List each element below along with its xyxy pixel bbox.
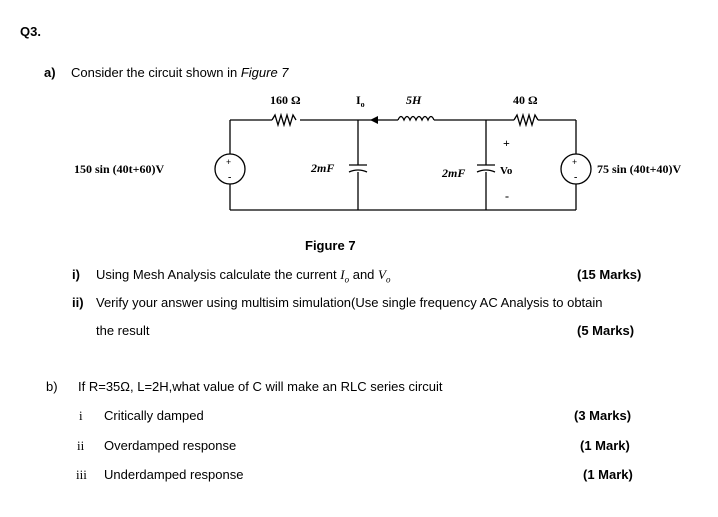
label-vo: Vo xyxy=(500,165,513,177)
resistor-160 xyxy=(271,112,297,128)
resistor-40 xyxy=(513,112,539,128)
label-src-left-plus: + xyxy=(226,157,231,167)
item-a-ii-marks: (5 Marks) xyxy=(577,323,635,338)
item-b-ii-num: ii xyxy=(77,438,85,453)
label-src-right-plus: + xyxy=(572,157,577,167)
label-vo-minus: - xyxy=(505,189,509,203)
item-b-iii-marks: (1 Mark) xyxy=(583,467,633,482)
item-a-ii-num: ii) xyxy=(72,295,84,310)
capacitor-1 xyxy=(348,164,368,173)
item-a-ii-line2: the result xyxy=(96,323,150,338)
item-b-iii-num: iii xyxy=(76,467,87,482)
item-b-ii-text: Overdamped response xyxy=(104,438,237,453)
var-io: Io xyxy=(340,267,350,285)
item-a-i-prefix: Using Mesh Analysis calculate the curren… xyxy=(96,267,337,282)
circuit-diagram: 160 Ω Io 5H 40 Ω 150 sin (40t+60)V 2mF 2… xyxy=(74,93,682,211)
label-vo-plus: + xyxy=(503,136,510,150)
inductor-5h xyxy=(397,115,435,122)
figure-caption: Figure 7 xyxy=(305,238,356,253)
part-a-prompt-text: Consider the circuit shown in xyxy=(71,65,238,80)
capacitor-2 xyxy=(476,164,496,173)
item-b-i-num: i xyxy=(79,408,83,423)
item-b-i-marks: (3 Marks) xyxy=(574,408,632,423)
figure-reference: Figure 7 xyxy=(240,65,289,80)
label-inductor: 5H xyxy=(406,93,422,107)
label-src-right-minus: - xyxy=(574,172,577,183)
var-vo: Vo xyxy=(378,267,391,285)
current-arrow xyxy=(370,116,378,124)
label-current-sub: o xyxy=(361,100,365,109)
label-r1: 160 Ω xyxy=(270,93,301,107)
item-a-i-num: i) xyxy=(72,267,80,282)
label-source-left: 150 sin (40t+60)V xyxy=(74,162,165,176)
part-b-prompt: If R=35Ω, L=2H,what value of C will make… xyxy=(78,379,443,394)
item-b-ii-marks: (1 Mark) xyxy=(580,438,630,453)
item-a-ii-line1: Verify your answer using multisim simula… xyxy=(96,295,603,310)
label-r2: 40 Ω xyxy=(513,93,538,107)
item-b-iii-text: Underdamped response xyxy=(104,467,244,482)
item-a-i-text: Using Mesh Analysis calculate the curren… xyxy=(96,267,391,285)
label-source-right: 75 sin (40t+40)V xyxy=(597,162,682,176)
voltage-source-left xyxy=(214,153,246,185)
item-a-i-and: and xyxy=(352,267,375,282)
voltage-source-right xyxy=(560,153,592,185)
label-current: Io xyxy=(356,93,365,109)
part-a-letter: a) xyxy=(44,65,56,80)
item-b-i-text: Critically damped xyxy=(104,408,204,423)
label-cap2: 2mF xyxy=(441,166,465,180)
label-current-main: I xyxy=(356,93,361,107)
label-cap1: 2mF xyxy=(310,161,334,175)
label-src-left-minus: - xyxy=(228,172,231,183)
part-a-prompt: Consider the circuit shown in Figure 7 xyxy=(71,65,289,80)
part-b-letter: b) xyxy=(46,379,58,394)
question-number: Q3. xyxy=(20,24,41,39)
item-a-i-marks: (15 Marks) xyxy=(577,267,642,282)
